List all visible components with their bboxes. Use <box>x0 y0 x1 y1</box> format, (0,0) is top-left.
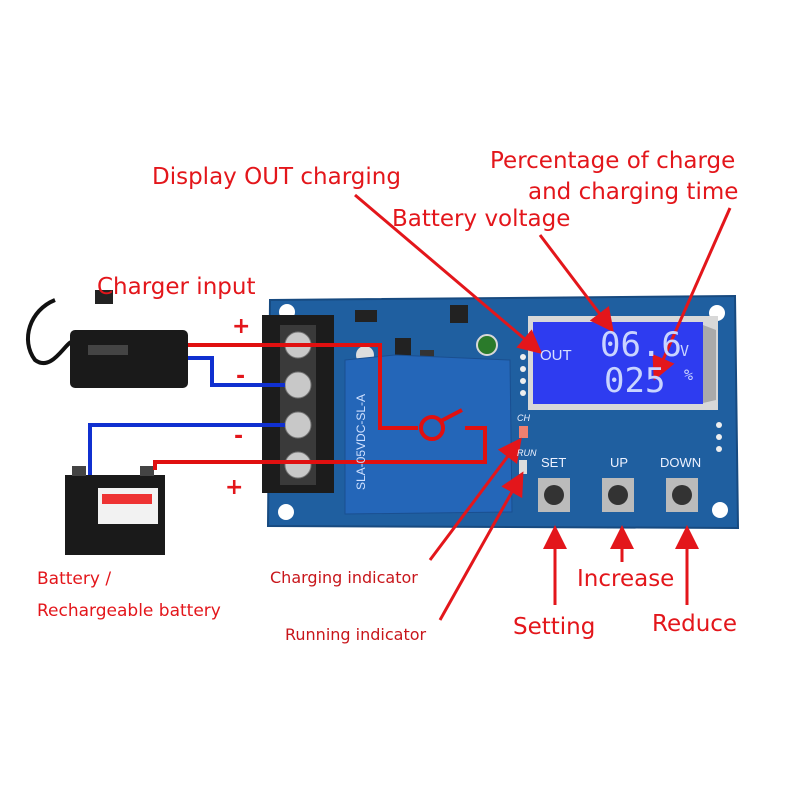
label-charger-input: Charger input <box>97 274 256 300</box>
charger-adapter <box>25 290 188 388</box>
label-percentage-1: Percentage of charge <box>490 148 736 174</box>
label-battery-voltage: Battery voltage <box>392 206 571 232</box>
lcd-voltage: 06.6 <box>600 325 682 365</box>
wiring <box>88 343 487 475</box>
label-increase: Increase <box>577 566 675 592</box>
charging-led <box>519 426 528 438</box>
terminal-minus-1: - <box>236 364 246 389</box>
lcd-percent: 025 <box>604 361 666 401</box>
label-percentage-2: and charging time <box>528 179 739 205</box>
label-battery-2: Rechargeable battery <box>37 601 221 621</box>
label-reduce: Reduce <box>652 611 738 637</box>
label-setting: Setting <box>513 614 596 640</box>
ch-label: CH <box>517 413 530 423</box>
terminal-plus-bottom: + <box>225 475 244 500</box>
terminal-plus-top: + <box>232 314 251 339</box>
lcd-voltage-unit: V <box>680 342 690 360</box>
down-label: DOWN <box>660 455 702 470</box>
battery <box>65 466 165 555</box>
run-label: RUN <box>517 448 537 458</box>
lcd-percent-unit: % <box>684 366 694 384</box>
lcd-out: OUT <box>540 347 572 364</box>
terminal-minus-2: - <box>234 424 244 449</box>
annotation-arrows <box>354 193 732 621</box>
label-display-out: Display OUT charging <box>152 164 401 190</box>
running-led <box>519 460 527 474</box>
relay <box>344 354 513 515</box>
set-label: SET <box>541 455 567 470</box>
label-charging-indicator: Charging indicator <box>270 568 418 587</box>
up-label: UP <box>610 455 629 470</box>
relay-label: SLA-05VDC-SL-A <box>354 393 368 490</box>
label-battery-1: Battery / <box>37 569 112 589</box>
terminal-block <box>262 315 334 493</box>
push-buttons <box>538 478 698 512</box>
label-running-indicator: Running indicator <box>285 625 427 644</box>
